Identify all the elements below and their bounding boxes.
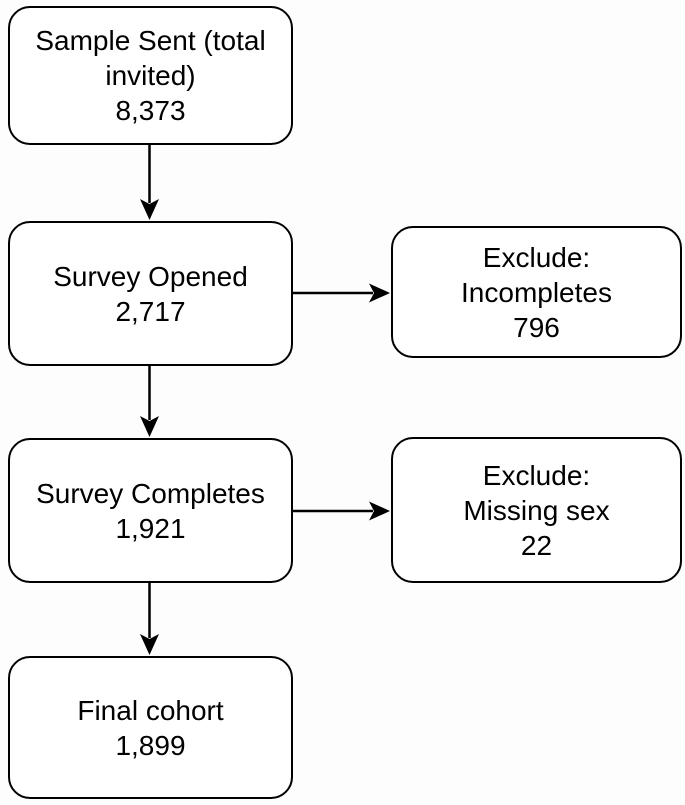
arrow-survey-opened-to-survey-completes [140, 366, 159, 437]
node-value: 1,921 [115, 512, 186, 544]
arrow-survey-opened-to-exclude-incompletes [293, 283, 390, 303]
node-value: 1,899 [115, 729, 186, 761]
node-label: Exclude: Missing sex [463, 459, 610, 526]
node-value: 796 [513, 311, 560, 343]
node-value: 22 [520, 529, 553, 561]
arrow-survey-completes-to-final-cohort [140, 583, 159, 655]
arrow-sample-sent-to-survey-opened [140, 145, 159, 220]
node-label: Final cohort [77, 694, 224, 726]
node-label: Survey Opened [53, 260, 248, 292]
flow-node-exclude-missing-sex: Exclude: Missing sex 22 [391, 437, 682, 583]
node-value: 2,717 [115, 295, 186, 327]
node-label: Sample Sent (total invited) [35, 25, 266, 91]
node-label: Exclude: Incompletes [461, 241, 612, 308]
flow-node-exclude-incompletes: Exclude: Incompletes 796 [391, 226, 682, 358]
flow-node-survey-opened: Survey Opened 2,717 [8, 221, 293, 366]
flow-node-final-cohort: Final cohort 1,899 [8, 656, 293, 799]
flow-node-survey-completes: Survey Completes 1,921 [8, 438, 293, 583]
node-label: Survey Completes [36, 477, 265, 509]
node-value: 8,373 [115, 95, 186, 126]
flow-node-sample-sent: Sample Sent (total invited) 8,373 [8, 6, 293, 145]
arrow-survey-completes-to-exclude-missing-sex [293, 501, 390, 521]
